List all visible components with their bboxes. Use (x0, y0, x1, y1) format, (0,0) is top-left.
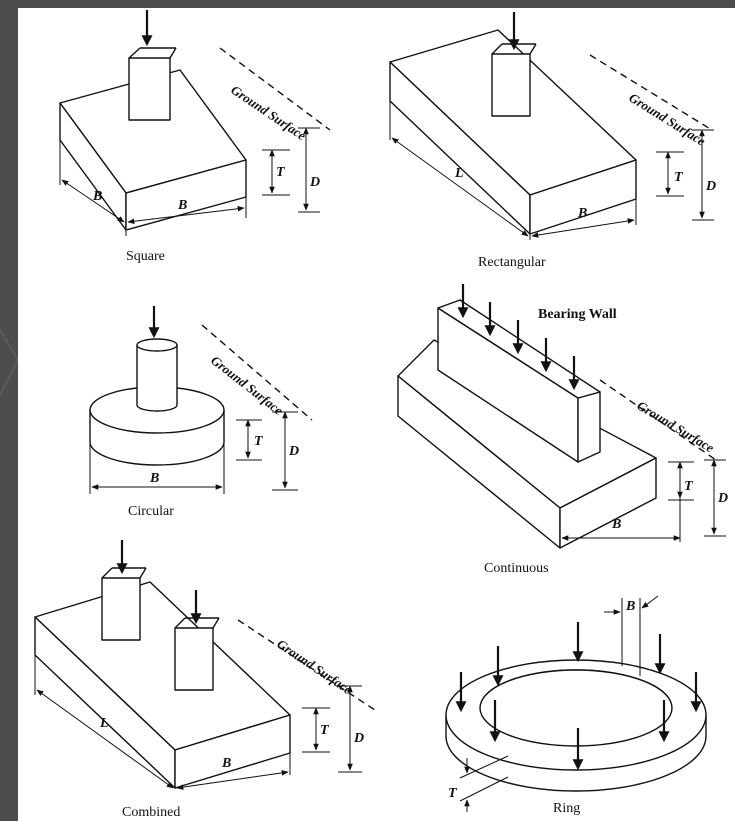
length-label: L (99, 716, 109, 731)
width-label: B (177, 198, 187, 213)
width-label: B (625, 599, 635, 614)
continuous-footing-front-face (559, 457, 657, 549)
ground-surface-label: Ground Surface (634, 398, 717, 456)
continuous-footing: Bearing Wall Ground Surface T D B Contin… (397, 284, 728, 576)
footing-types-figure: Ground Surface T D B B Square (18, 8, 735, 821)
caption-circular: Circular (128, 504, 174, 519)
caption-combined: Combined (122, 805, 180, 820)
ground-surface-line (201, 324, 313, 421)
ring-footing: B T Ring (445, 595, 707, 816)
depth-label: D (705, 179, 716, 194)
width-label: B (149, 471, 159, 486)
caption-ring: Ring (553, 801, 580, 816)
bearing-wall-end (577, 391, 601, 463)
caption-square: Square (126, 249, 165, 264)
footing-diagram-canvas: Ground Surface T D B B Square (34, 10, 728, 820)
circular-column (136, 344, 178, 412)
circular-footing: Ground Surface T D B Circular (89, 306, 313, 519)
ground-surface-line (589, 54, 713, 131)
depth-label: D (717, 491, 728, 506)
depth-label: D (353, 731, 364, 746)
combined-column-right (174, 627, 214, 691)
depth-label: D (309, 175, 320, 190)
combined-footing: Ground Surface T D L B Combined (34, 540, 379, 820)
ring-footing-inner-edge (479, 669, 673, 747)
width-label: B (577, 206, 587, 221)
combined-column-left (101, 577, 141, 641)
square-column (128, 57, 171, 121)
ground-surface-label: Ground Surface (274, 636, 355, 697)
width-label: B (611, 517, 621, 532)
ground-surface-label: Ground Surface (228, 82, 309, 143)
ground-surface-line (219, 47, 331, 131)
caption-rectangular: Rectangular (478, 255, 546, 270)
square-footing: Ground Surface T D B B Square (59, 10, 331, 264)
thickness-label: T (684, 479, 694, 494)
rectangular-footing: Ground Surface T D L B Rectangular (389, 12, 716, 270)
thickness-label: T (276, 165, 286, 180)
thickness-label: T (254, 434, 264, 449)
thickness-label: T (674, 170, 684, 185)
thickness-label: T (448, 786, 458, 801)
width-label: B (221, 756, 231, 771)
ground-surface-line (237, 619, 379, 713)
caption-bearing-wall: Bearing Wall (538, 307, 617, 322)
rectangular-column (491, 53, 531, 117)
length-label: L (454, 166, 464, 181)
thickness-label: T (320, 723, 330, 738)
depth-label: D (288, 444, 299, 459)
caption-continuous: Continuous (484, 561, 549, 576)
ground-surface-label: Ground Surface (626, 90, 708, 149)
width-label: B (92, 189, 102, 204)
